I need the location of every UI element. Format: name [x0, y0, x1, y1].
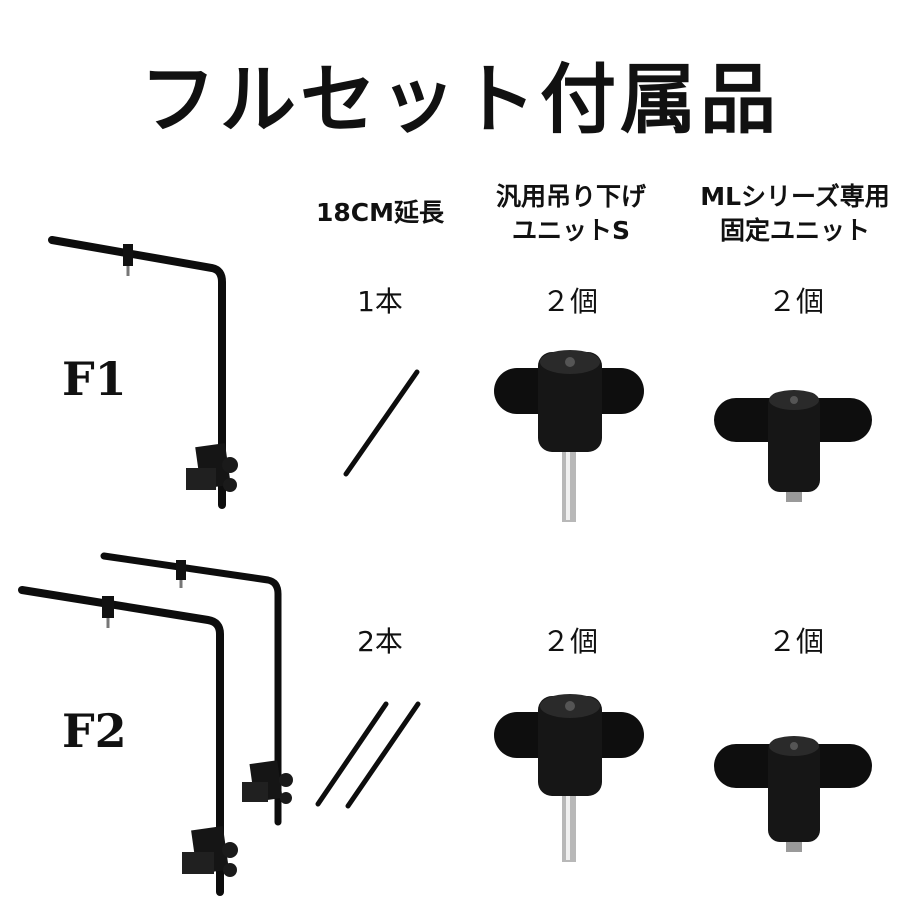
column-header-hanging-line1: 汎用吊り下げ: [495, 182, 646, 211]
column-header-ml-unit: MLシリーズ専用 固定ユニット: [670, 180, 920, 248]
column-header-ml-line1: MLシリーズ専用: [700, 182, 890, 211]
column-header-hanging-line2: ユニットS: [511, 216, 630, 245]
column-header-extension-text: 18CM延長: [315, 198, 444, 227]
column-header-ml-line2: 固定ユニット: [719, 216, 870, 245]
extension-qty-f1: 1本: [357, 285, 403, 318]
set-label-f2: F2: [62, 704, 127, 758]
ml-qty-f1: ２個: [767, 285, 824, 318]
hanging-qty-f2: ２個: [541, 625, 598, 658]
set-label-f1: F1: [62, 352, 127, 406]
ml-qty-f2: ２個: [767, 625, 824, 658]
hanging-qty-f1: ２個: [541, 285, 598, 318]
column-header-extension: 18CM延長: [290, 196, 470, 230]
column-header-hanging-unit: 汎用吊り下げ ユニットS: [466, 180, 676, 248]
extension-qty-f2: 2本: [357, 625, 403, 658]
page-title: フルセット付属品: [140, 55, 780, 144]
